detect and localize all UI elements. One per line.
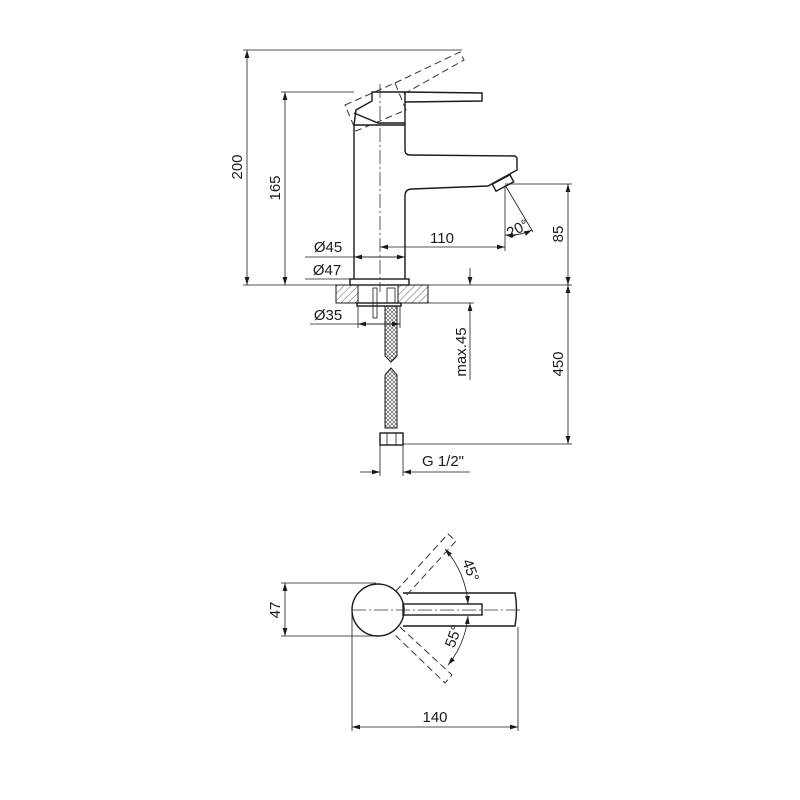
dim-spout-height: 85 xyxy=(550,226,567,243)
dim-aerator-angle: 20° xyxy=(504,216,532,242)
lever-right-position xyxy=(393,626,453,684)
faucet-body xyxy=(349,91,518,286)
dim-connection-thread: G 1/2" xyxy=(422,453,464,470)
lever-raised-position xyxy=(344,51,465,132)
hose-nut xyxy=(379,432,404,446)
dim-lever-angle-up: 45° xyxy=(458,557,482,584)
lever-left-position xyxy=(395,533,457,599)
dim-top-length: 140 xyxy=(422,709,447,726)
lever-slot xyxy=(402,603,483,616)
top-view: 45° 55° 47 140 xyxy=(267,533,522,731)
dim-max-counter-thickness: max.45 xyxy=(453,327,470,376)
dim-lever-angle-down: 55° xyxy=(442,623,466,650)
dim-mount-diameter: Ø35 xyxy=(314,307,342,324)
dim-body-height: 165 xyxy=(267,175,284,200)
dim-body-diameter: Ø45 xyxy=(314,239,342,256)
dimensions-side: 200 165 85 20° 110 Ø45 Ø47 xyxy=(229,49,572,476)
spout-top xyxy=(403,592,518,627)
dim-hose-length: 450 xyxy=(550,351,567,376)
dim-overall-height: 200 xyxy=(229,154,246,179)
side-view: 200 165 85 20° 110 Ø45 Ø47 xyxy=(229,49,572,476)
supply-hose xyxy=(379,305,404,446)
countertop-section xyxy=(335,284,429,319)
dim-base-diameter: Ø47 xyxy=(313,262,341,279)
dim-spout-reach: 110 xyxy=(430,230,454,247)
dim-top-width: 47 xyxy=(267,602,284,619)
